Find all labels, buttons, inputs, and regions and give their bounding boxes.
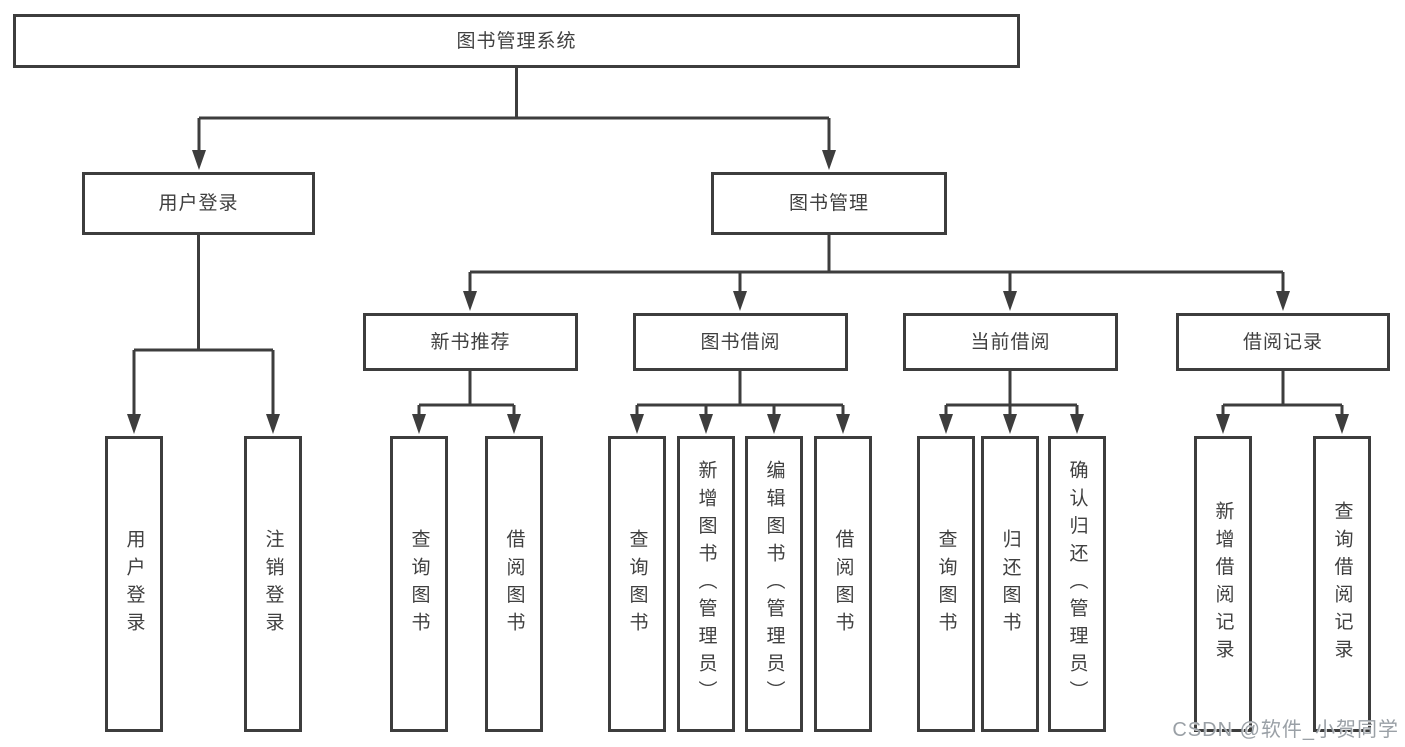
leaf-query-books-borrow-label: 查询图书 [626,528,648,640]
leaf-add-borrow-record-label: 新增借阅记录 [1212,501,1234,667]
node-borrow-records-label: 借阅记录 [1242,331,1323,353]
node-book-management-label: 图书管理 [788,193,869,214]
leaf-add-borrow-record: 新增借阅记录 [1194,436,1252,732]
edge-borrow-records-children [1221,371,1344,416]
edge-new-book-children [417,371,516,416]
edge-book-mgmt-children [468,235,1285,293]
leaf-add-book-admin: 新增图书（管理员） [677,436,735,732]
node-current-borrow-label: 当前借阅 [970,331,1051,353]
node-current-borrow: 当前借阅 [903,313,1118,371]
leaf-query-books-borrow: 查询图书 [608,436,666,732]
leaf-query-books-current-label: 查询图书 [935,528,957,640]
node-borrow-records: 借阅记录 [1176,313,1390,371]
leaf-confirm-return-admin-label: 确认归还（管理员） [1066,460,1088,708]
edge-user-login-children [132,235,275,416]
edge-current-borrow-children [944,371,1079,416]
leaf-return-book-label: 归还图书 [999,528,1021,640]
leaf-borrow-books-label: 借阅图书 [832,528,854,640]
leaf-logout-label: 注销登录 [262,528,284,640]
node-book-management: 图书管理 [711,172,947,235]
node-library-system-label: 图书管理系统 [456,30,577,52]
leaf-add-book-admin-label: 新增图书（管理员） [695,460,717,708]
edge-root-to-level2 [197,68,831,152]
node-book-borrow: 图书借阅 [633,313,848,371]
leaf-user-login: 用户登录 [105,436,163,732]
arrowheads [127,150,1349,434]
leaf-borrow-books-recommend: 借阅图书 [485,436,543,732]
leaf-edit-book-admin: 编辑图书（管理员） [745,436,803,732]
leaf-query-borrow-record-label: 查询借阅记录 [1331,501,1353,667]
leaf-user-login-label: 用户登录 [123,528,145,640]
node-user-login: 用户登录 [82,172,315,235]
edge-book-borrow-children [635,371,845,416]
leaf-logout: 注销登录 [244,436,302,732]
node-library-system: 图书管理系统 [13,14,1020,68]
node-book-borrow-label: 图书借阅 [700,331,781,353]
leaf-return-book: 归还图书 [981,436,1039,732]
leaf-query-books-recommend: 查询图书 [390,436,448,732]
node-user-login-label: 用户登录 [158,193,239,214]
leaf-edit-book-admin-label: 编辑图书（管理员） [763,460,785,708]
leaf-confirm-return-admin: 确认归还（管理员） [1048,436,1106,732]
leaf-borrow-books: 借阅图书 [814,436,872,732]
leaf-query-books-recommend-label: 查询图书 [408,528,430,640]
leaf-query-borrow-record: 查询借阅记录 [1313,436,1371,732]
node-new-book-recommend-label: 新书推荐 [430,331,511,353]
node-new-book-recommend: 新书推荐 [363,313,578,371]
leaf-query-books-current: 查询图书 [917,436,975,732]
leaf-borrow-books-recommend-label: 借阅图书 [503,528,525,640]
